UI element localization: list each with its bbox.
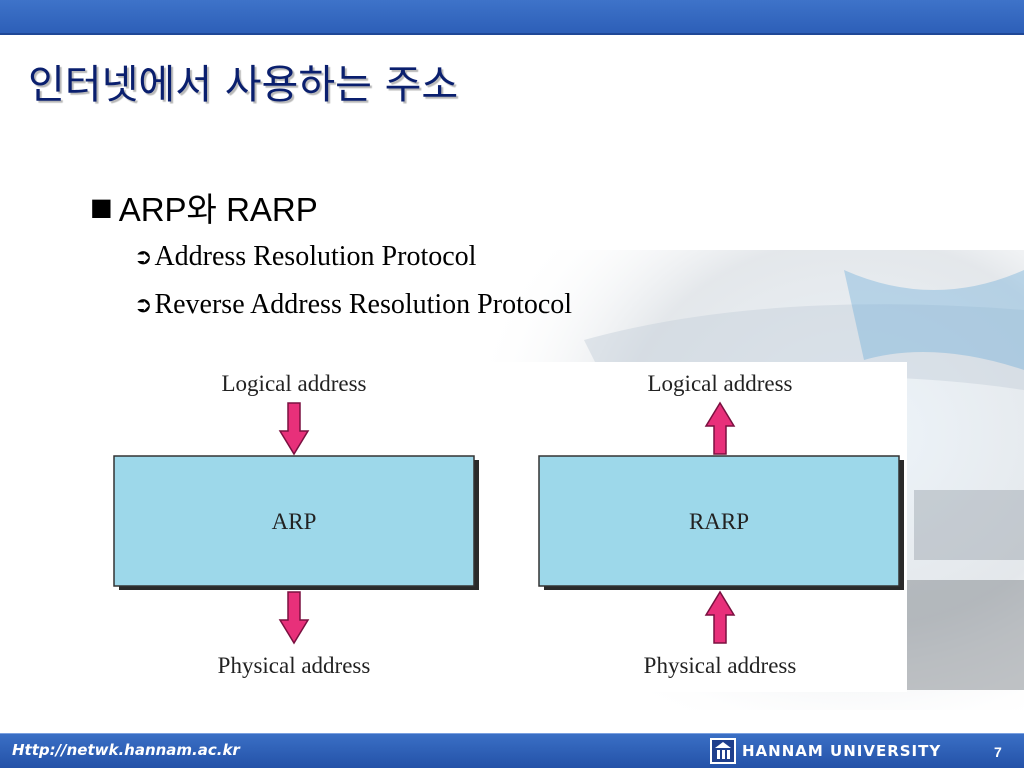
sub-item-rarp: ➲ Reverse Address Resolution Protocol	[134, 289, 572, 321]
arrow-bullet-icon: ➲	[134, 292, 153, 318]
arp-box	[113, 455, 475, 587]
sub-item-arp: ➲ Address Resolution Protocol	[134, 241, 476, 273]
page-number: 7	[994, 744, 1002, 760]
main-bullet: ■ ARP와 RARP	[90, 183, 318, 231]
rarp-bottom-label: Physical address	[644, 653, 797, 678]
footer-bar	[0, 733, 1024, 768]
arp-top-label: Logical address	[222, 371, 367, 396]
top-bar	[0, 0, 1024, 35]
square-bullet-icon: ■	[90, 193, 113, 221]
arp-down-arrow-top-icon	[278, 402, 310, 456]
rarp-top-label: Logical address	[648, 371, 793, 396]
rarp-up-arrow-top-icon	[704, 401, 736, 455]
footer-university-name: HANNAM UNIVERSITY	[742, 742, 942, 760]
rarp-box	[538, 455, 900, 587]
arp-bottom-label: Physical address	[218, 653, 371, 678]
sub-item-text: Reverse Address Resolution Protocol	[154, 289, 573, 320]
rarp-box-label: RARP	[689, 509, 749, 534]
hannam-logo-icon	[710, 738, 736, 764]
arrow-bullet-icon: ➲	[134, 244, 153, 270]
rarp-up-arrow-bottom-icon	[704, 590, 736, 644]
main-bullet-text: ARP와 RARP	[118, 191, 318, 228]
slide-title: 인터넷에서 사용하는 주소	[28, 62, 459, 108]
arp-box-label: ARP	[272, 509, 317, 534]
footer-url-link[interactable]: Http://netwk.hannam.ac.kr	[12, 741, 240, 759]
sub-item-text: Address Resolution Protocol	[154, 241, 477, 272]
arp-down-arrow-bottom-icon	[278, 591, 310, 645]
